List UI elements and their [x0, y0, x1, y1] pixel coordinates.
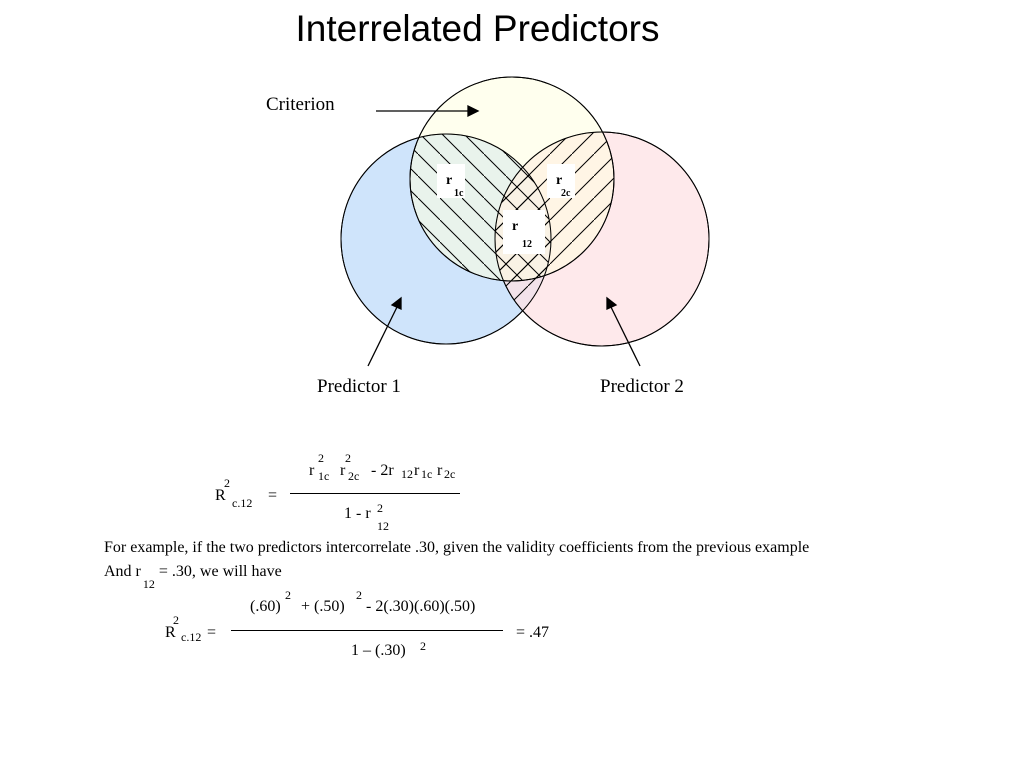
predictor2-arrow [609, 304, 641, 367]
predictor1-arrow [367, 304, 399, 367]
example-text-line1: For example, if the two predictors inter… [104, 539, 810, 556]
r2c-label: r 2c [547, 164, 575, 199]
svg-text:r: r [446, 173, 452, 188]
result-value: = .47 [516, 624, 550, 641]
svg-text:r: r [556, 173, 562, 188]
r12-label: r 12 [503, 210, 545, 254]
criterion-predictor1-overlap [410, 134, 551, 281]
example-text-line2: And r12 = .30, we will have [104, 563, 282, 591]
predictor2-label: Predictor 2 [600, 376, 684, 397]
fraction-bar [290, 493, 460, 494]
svg-text:r: r [512, 219, 518, 234]
r1c-label: r 1c [437, 164, 465, 199]
fraction-bar [231, 630, 503, 631]
svg-text:1c: 1c [454, 188, 464, 199]
slide-title: Interrelated Predictors [295, 8, 660, 49]
svg-text:2c: 2c [561, 188, 571, 199]
criterion-label: Criterion [266, 94, 335, 115]
predictor1-label: Predictor 1 [317, 376, 401, 397]
venn-diagram: r 1c r 2c r 12 [340, 76, 710, 367]
svg-text:12: 12 [522, 239, 532, 250]
